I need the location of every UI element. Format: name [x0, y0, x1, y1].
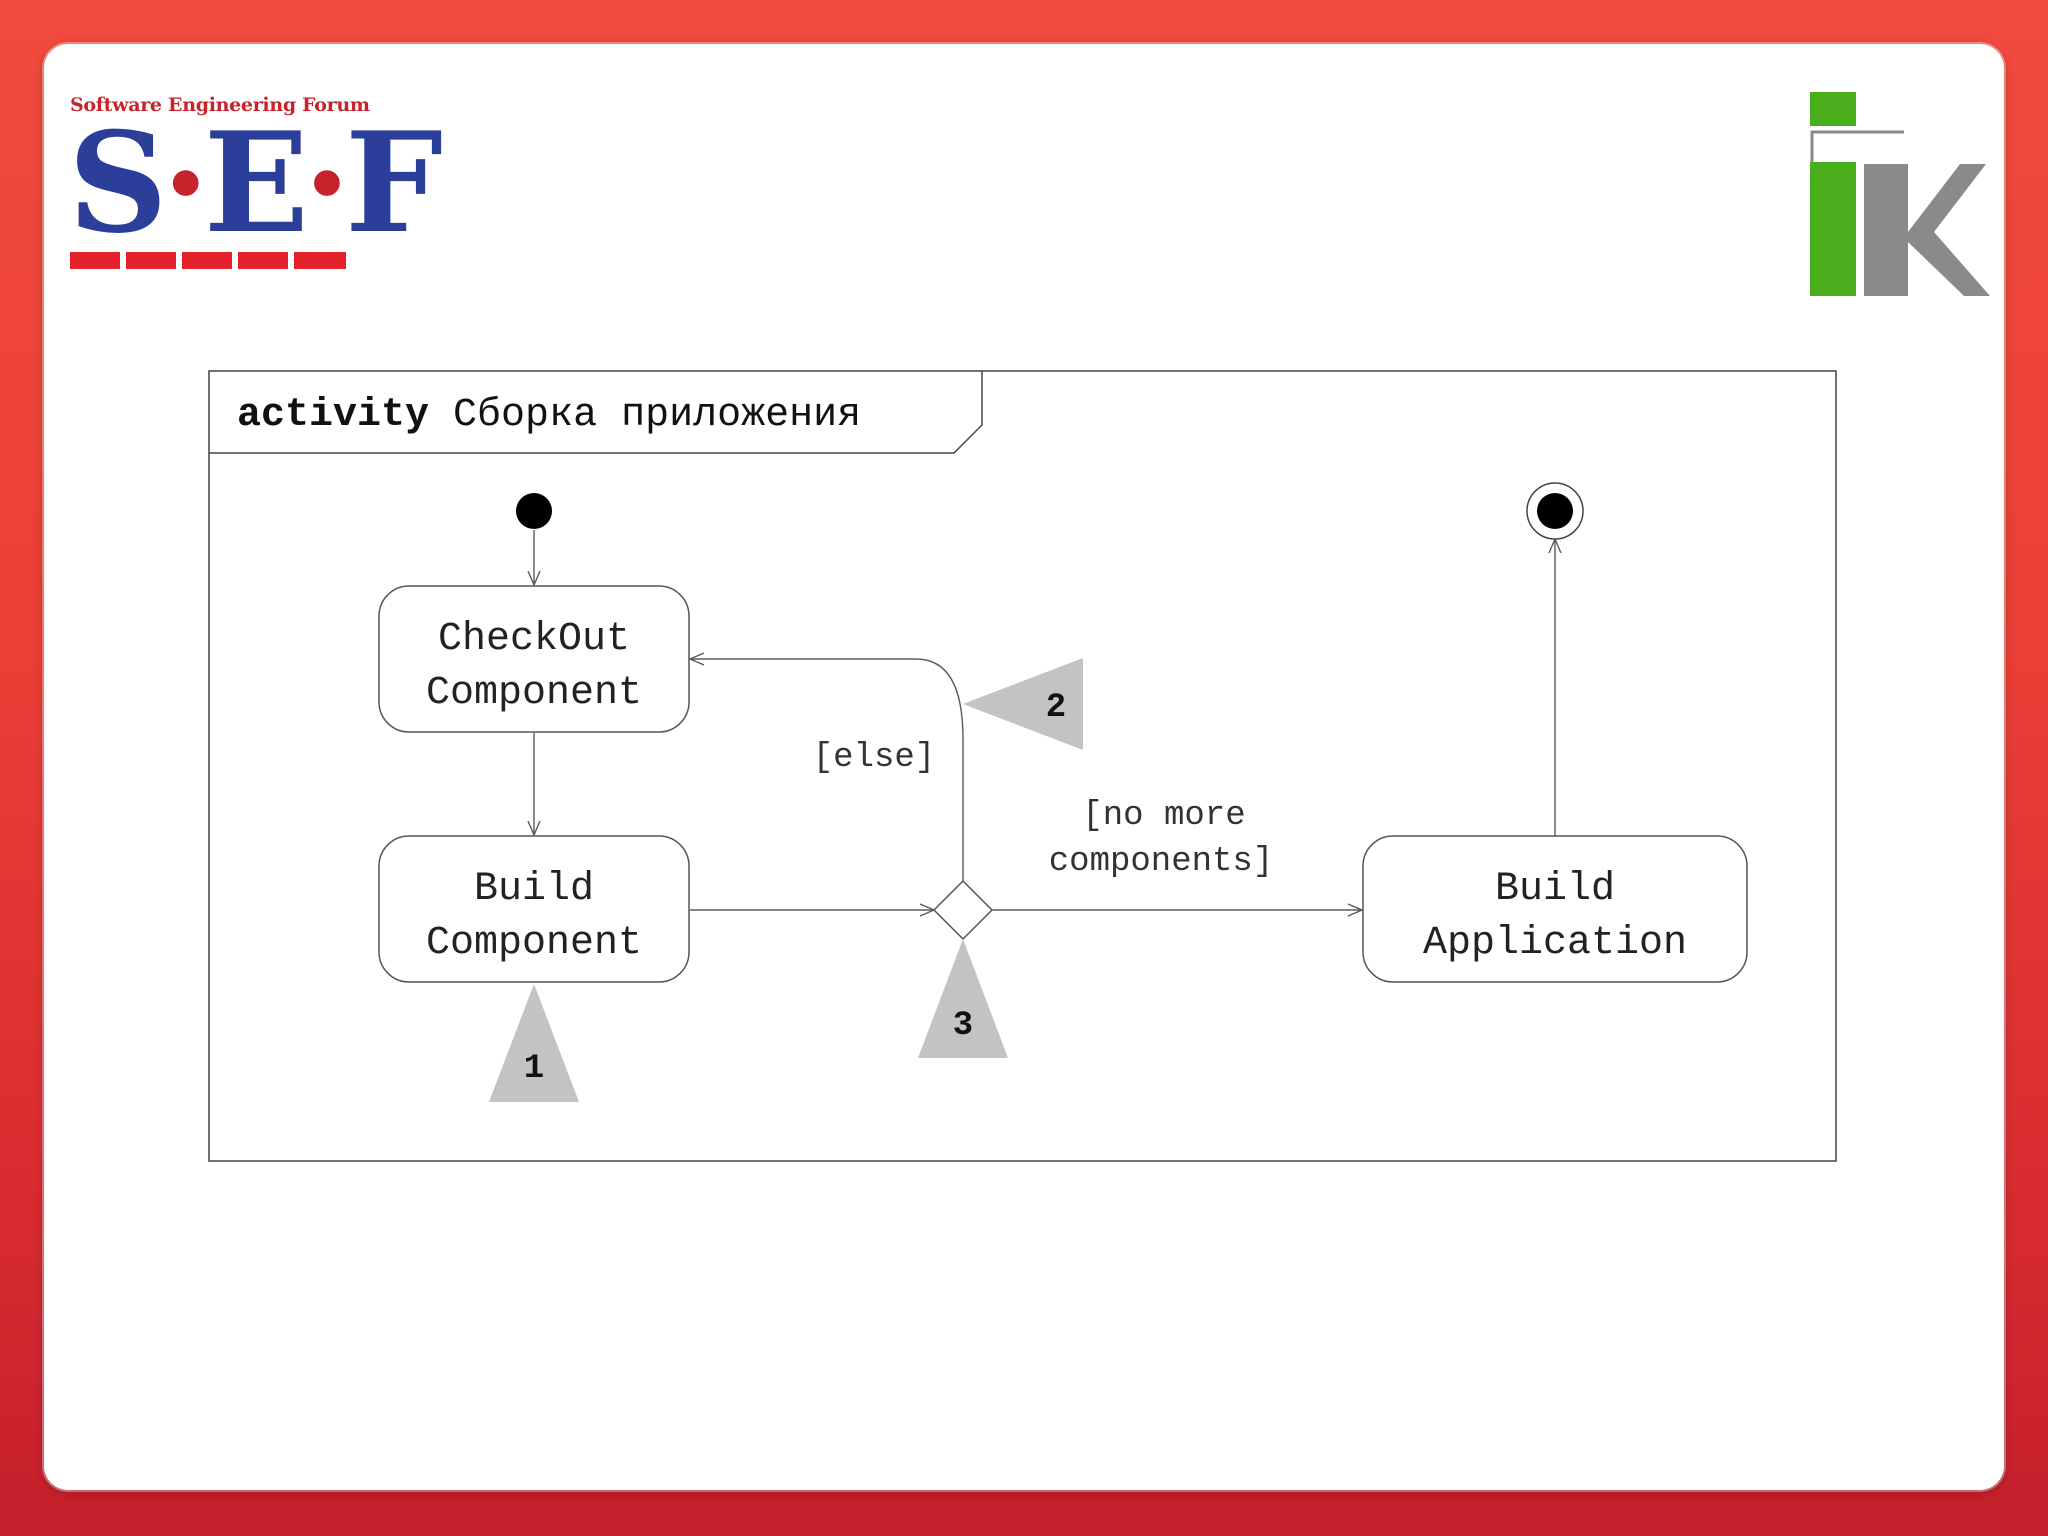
checkout-label-line2: Component	[426, 671, 642, 716]
guard-no-more-line1: [no more	[1082, 797, 1245, 835]
frame-name-tab	[209, 371, 983, 454]
frame-title: activity Сборка приложения	[237, 393, 861, 438]
sef-logo-letters: S·E·F	[68, 101, 443, 264]
build-component-label-line1: Build	[474, 867, 594, 912]
marker-2-label: 2	[1046, 689, 1066, 727]
initial-node	[516, 493, 552, 529]
flow-else-loop	[690, 659, 964, 881]
guard-else: [else]	[813, 739, 935, 777]
marker-1-label: 1	[524, 1050, 544, 1088]
checkout-label-line1: CheckOut	[438, 617, 630, 662]
build-application-label-line1: Build	[1495, 867, 1615, 912]
decision-node	[932, 879, 994, 941]
guard-no-more-line2: components]	[1049, 843, 1273, 881]
build-application-label-line2: Application	[1423, 921, 1687, 966]
sef-logo-bars	[70, 252, 346, 269]
action-build-component	[378, 835, 690, 983]
marker-3-label: 3	[953, 1007, 973, 1045]
ik-logo-icon	[1810, 92, 1990, 296]
build-component-label-line2: Component	[426, 921, 642, 966]
final-node	[1537, 493, 1573, 529]
sef-logo-caption: Software Engineering Forum	[70, 94, 370, 116]
diagram-frame	[208, 370, 1837, 1162]
marker-2	[963, 658, 1083, 750]
slide: Software Engineering Forum S·E·F activit…	[44, 44, 2004, 1490]
marker-3	[918, 939, 1008, 1058]
activity-diagram: activity Сборка приложения CheckOut Comp…	[208, 370, 1837, 1162]
marker-1	[489, 984, 579, 1102]
